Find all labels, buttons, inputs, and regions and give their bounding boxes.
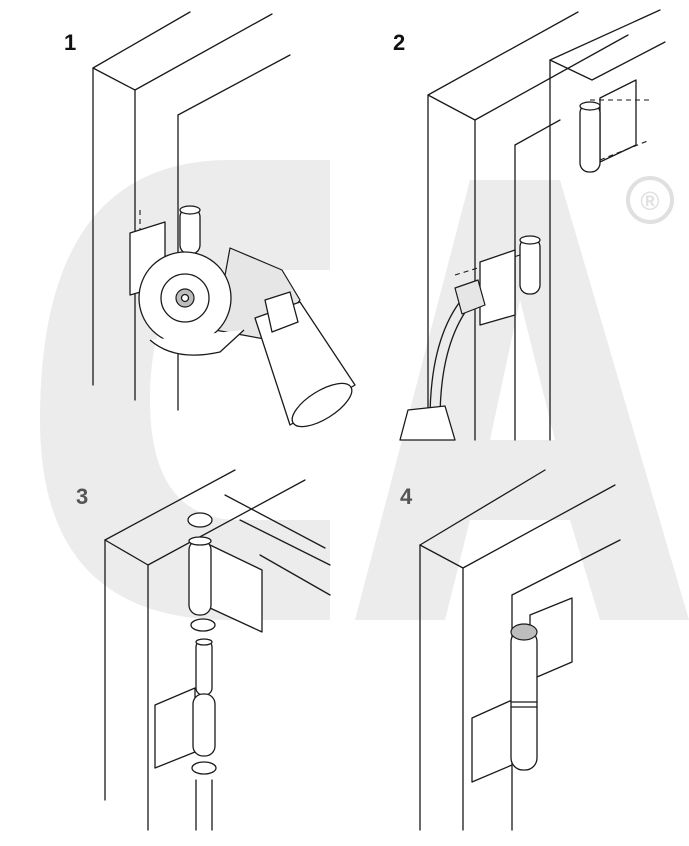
registered-icon [626, 176, 674, 224]
welding-handle [399, 405, 456, 441]
disc-flange [160, 273, 210, 323]
frame-inner-top [177, 54, 291, 116]
hinge-cap [510, 623, 538, 641]
hinge-barrel [510, 629, 538, 771]
step-4-label: 4 [400, 484, 413, 509]
watermark-letter-c [40, 160, 330, 620]
lower-bushing [191, 761, 217, 775]
guard-lip [149, 329, 245, 356]
step-1-label: 1 [64, 30, 77, 55]
registered-symbol: ® [640, 186, 659, 216]
lower-hinge-barrel [192, 693, 216, 757]
step-2-label: 2 [393, 30, 406, 55]
door-top [549, 41, 666, 81]
welding-torch-tip [454, 279, 486, 315]
upper-barrel-top [188, 536, 212, 546]
lower-pin-shaft [195, 779, 213, 831]
frame-top-back [419, 469, 546, 546]
grinder-handle-end [291, 382, 353, 428]
frame-top-back [104, 469, 236, 541]
hinge-barrel-top [179, 205, 201, 215]
hinge-pin-top [195, 638, 213, 646]
door-top-edge [511, 539, 621, 596]
door-hinge-barrel-top [579, 101, 601, 111]
frame-top-front [419, 484, 616, 569]
watermark-letter-a [355, 180, 689, 620]
step-3-label: 3 [76, 484, 89, 509]
door-top-edge [224, 494, 326, 549]
lower-hinge-leaf [471, 699, 513, 783]
top-cap [187, 512, 213, 528]
upper-bushing [190, 618, 216, 632]
frame-inner-top [514, 119, 561, 146]
disc-hole [180, 293, 190, 303]
frame-hinge-barrel-top [519, 235, 541, 245]
grinder-switch [264, 291, 299, 333]
door-top-edge-2 [239, 519, 331, 566]
door-top-edge-3 [259, 554, 331, 596]
